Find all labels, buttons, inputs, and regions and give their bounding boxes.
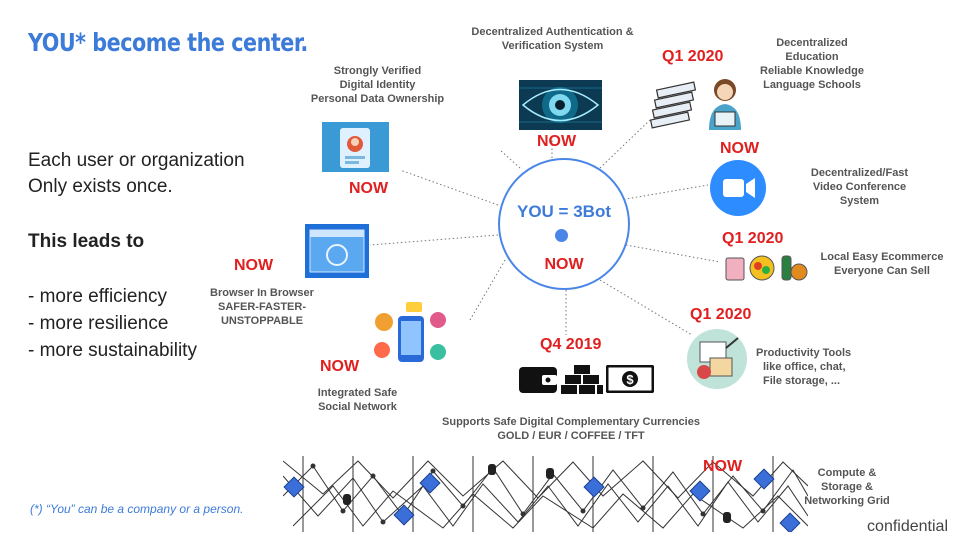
ecommerce-shopping-icon xyxy=(725,255,808,281)
eye-scan-icon xyxy=(519,80,602,130)
education-caption: Decentralized Education Reliable Knowled… xyxy=(752,36,872,92)
social-caption: Integrated Safe Social Network xyxy=(305,386,410,414)
identity-caption-line1: Strongly Verified xyxy=(333,65,422,77)
connector-video xyxy=(619,184,709,201)
browser-status: NOW xyxy=(234,257,274,274)
hub-label: YOU = 3Bot xyxy=(517,202,611,221)
social-caption-line1: Integrated Safe xyxy=(317,387,398,399)
confidential-label: confidential xyxy=(867,518,948,535)
productivity-caption-line3: File storage, ... xyxy=(763,375,841,387)
connector-productivity xyxy=(599,279,693,336)
browser-caption-line2: SAFER-FASTER- xyxy=(218,301,306,313)
video-conference-icon xyxy=(710,160,766,216)
digital-id-icon xyxy=(322,122,389,172)
ecommerce-caption: Local Easy Ecommerce Everyone Can Sell xyxy=(812,250,952,278)
identity-status: NOW xyxy=(349,180,389,197)
compute-grid-network-icon xyxy=(283,456,808,532)
education-books-icon xyxy=(649,79,741,130)
hub-dot xyxy=(555,229,568,242)
connector-browser xyxy=(369,234,499,246)
grid-status: NOW xyxy=(703,458,743,475)
hub-circle xyxy=(498,158,630,290)
auth-caption-line1: Decentralized Authentication & xyxy=(471,26,634,38)
productivity-tools-icon xyxy=(687,329,747,389)
education-caption-line4: Language Schools xyxy=(763,79,861,91)
bullet-resilience: - more resilience xyxy=(28,313,169,334)
currency-status: Q4 2019 xyxy=(540,336,602,353)
connector-education xyxy=(599,119,651,169)
education-caption-line3: Reliable Knowledge xyxy=(760,65,864,77)
ecommerce-caption-line1: Local Easy Ecommerce xyxy=(820,251,944,263)
browser-caption: Browser In Browser SAFER-FASTER- UNSTOPP… xyxy=(196,286,328,328)
identity-caption-line3: Personal Data Ownership xyxy=(310,93,445,105)
page-title: YOU* become the center. xyxy=(28,28,308,57)
bullet-sustainability: - more sustainability xyxy=(28,340,197,361)
auth-status: NOW xyxy=(537,133,577,150)
video-caption: Decentralized/Fast Video Conference Syst… xyxy=(792,166,927,208)
productivity-caption: Productivity Tools like office, chat, Fi… xyxy=(756,346,876,388)
browser-caption-line3: UNSTOPPABLE xyxy=(220,315,304,327)
auth-caption: Decentralized Authentication & Verificat… xyxy=(455,25,650,53)
currency-caption: Supports Safe Digital Complementary Curr… xyxy=(415,415,727,443)
left-text-leads: This leads to xyxy=(28,231,145,252)
grid-caption-line2: Storage & xyxy=(821,481,873,493)
svg-text:$: $ xyxy=(626,372,634,387)
browser-caption-line1: Browser In Browser xyxy=(210,287,314,299)
currency-caption-line1: Supports Safe Digital Complementary Curr… xyxy=(442,416,700,428)
video-caption-line1: Decentralized/Fast xyxy=(810,167,909,179)
ecommerce-status: Q1 2020 xyxy=(722,230,784,247)
identity-caption: Strongly Verified Digital Identity Perso… xyxy=(295,64,460,106)
grid-caption-line3: Networking Grid xyxy=(804,495,890,507)
grid-caption: Compute & Storage & Networking Grid xyxy=(792,466,902,508)
connector-identity xyxy=(399,169,499,206)
browser-window-icon xyxy=(305,224,369,278)
auth-caption-line2: Verification System xyxy=(501,40,604,52)
bullet-efficiency: - more efficiency xyxy=(28,286,168,307)
social-caption-line2: Social Network xyxy=(318,401,397,413)
video-caption-line3: System xyxy=(839,195,880,207)
left-text-line1: Each user or organization xyxy=(28,150,245,171)
ecommerce-caption-line2: Everyone Can Sell xyxy=(834,265,930,277)
gold-bars-icon xyxy=(561,365,603,394)
grid-caption-line1: Compute & xyxy=(817,467,877,479)
education-caption-line1: Decentralized xyxy=(776,37,848,49)
productivity-caption-line1: Productivity Tools xyxy=(756,347,852,359)
connector-decorative xyxy=(499,149,521,169)
footnote: (*) “You” can be a company or a person. xyxy=(30,502,244,516)
dollar-bill-icon: $ xyxy=(606,365,654,393)
productivity-status: Q1 2020 xyxy=(690,306,752,323)
left-text-line2: Only exists once. xyxy=(28,176,173,197)
education-caption-line2: Education xyxy=(785,51,839,63)
identity-caption-line2: Digital Identity xyxy=(339,79,416,91)
connector-ecommerce xyxy=(625,244,721,263)
education-status: Q1 2020 xyxy=(662,48,724,65)
productivity-caption-line2: like office, chat, xyxy=(763,361,846,373)
wallet-icon xyxy=(519,367,557,393)
social-network-icon xyxy=(374,302,446,362)
currency-caption-line2: GOLD / EUR / COFFEE / TFT xyxy=(497,430,645,442)
video-caption-line2: Video Conference xyxy=(812,181,907,193)
hub-status: NOW xyxy=(544,256,584,273)
video-status: NOW xyxy=(720,140,760,157)
social-status: NOW xyxy=(320,358,360,375)
